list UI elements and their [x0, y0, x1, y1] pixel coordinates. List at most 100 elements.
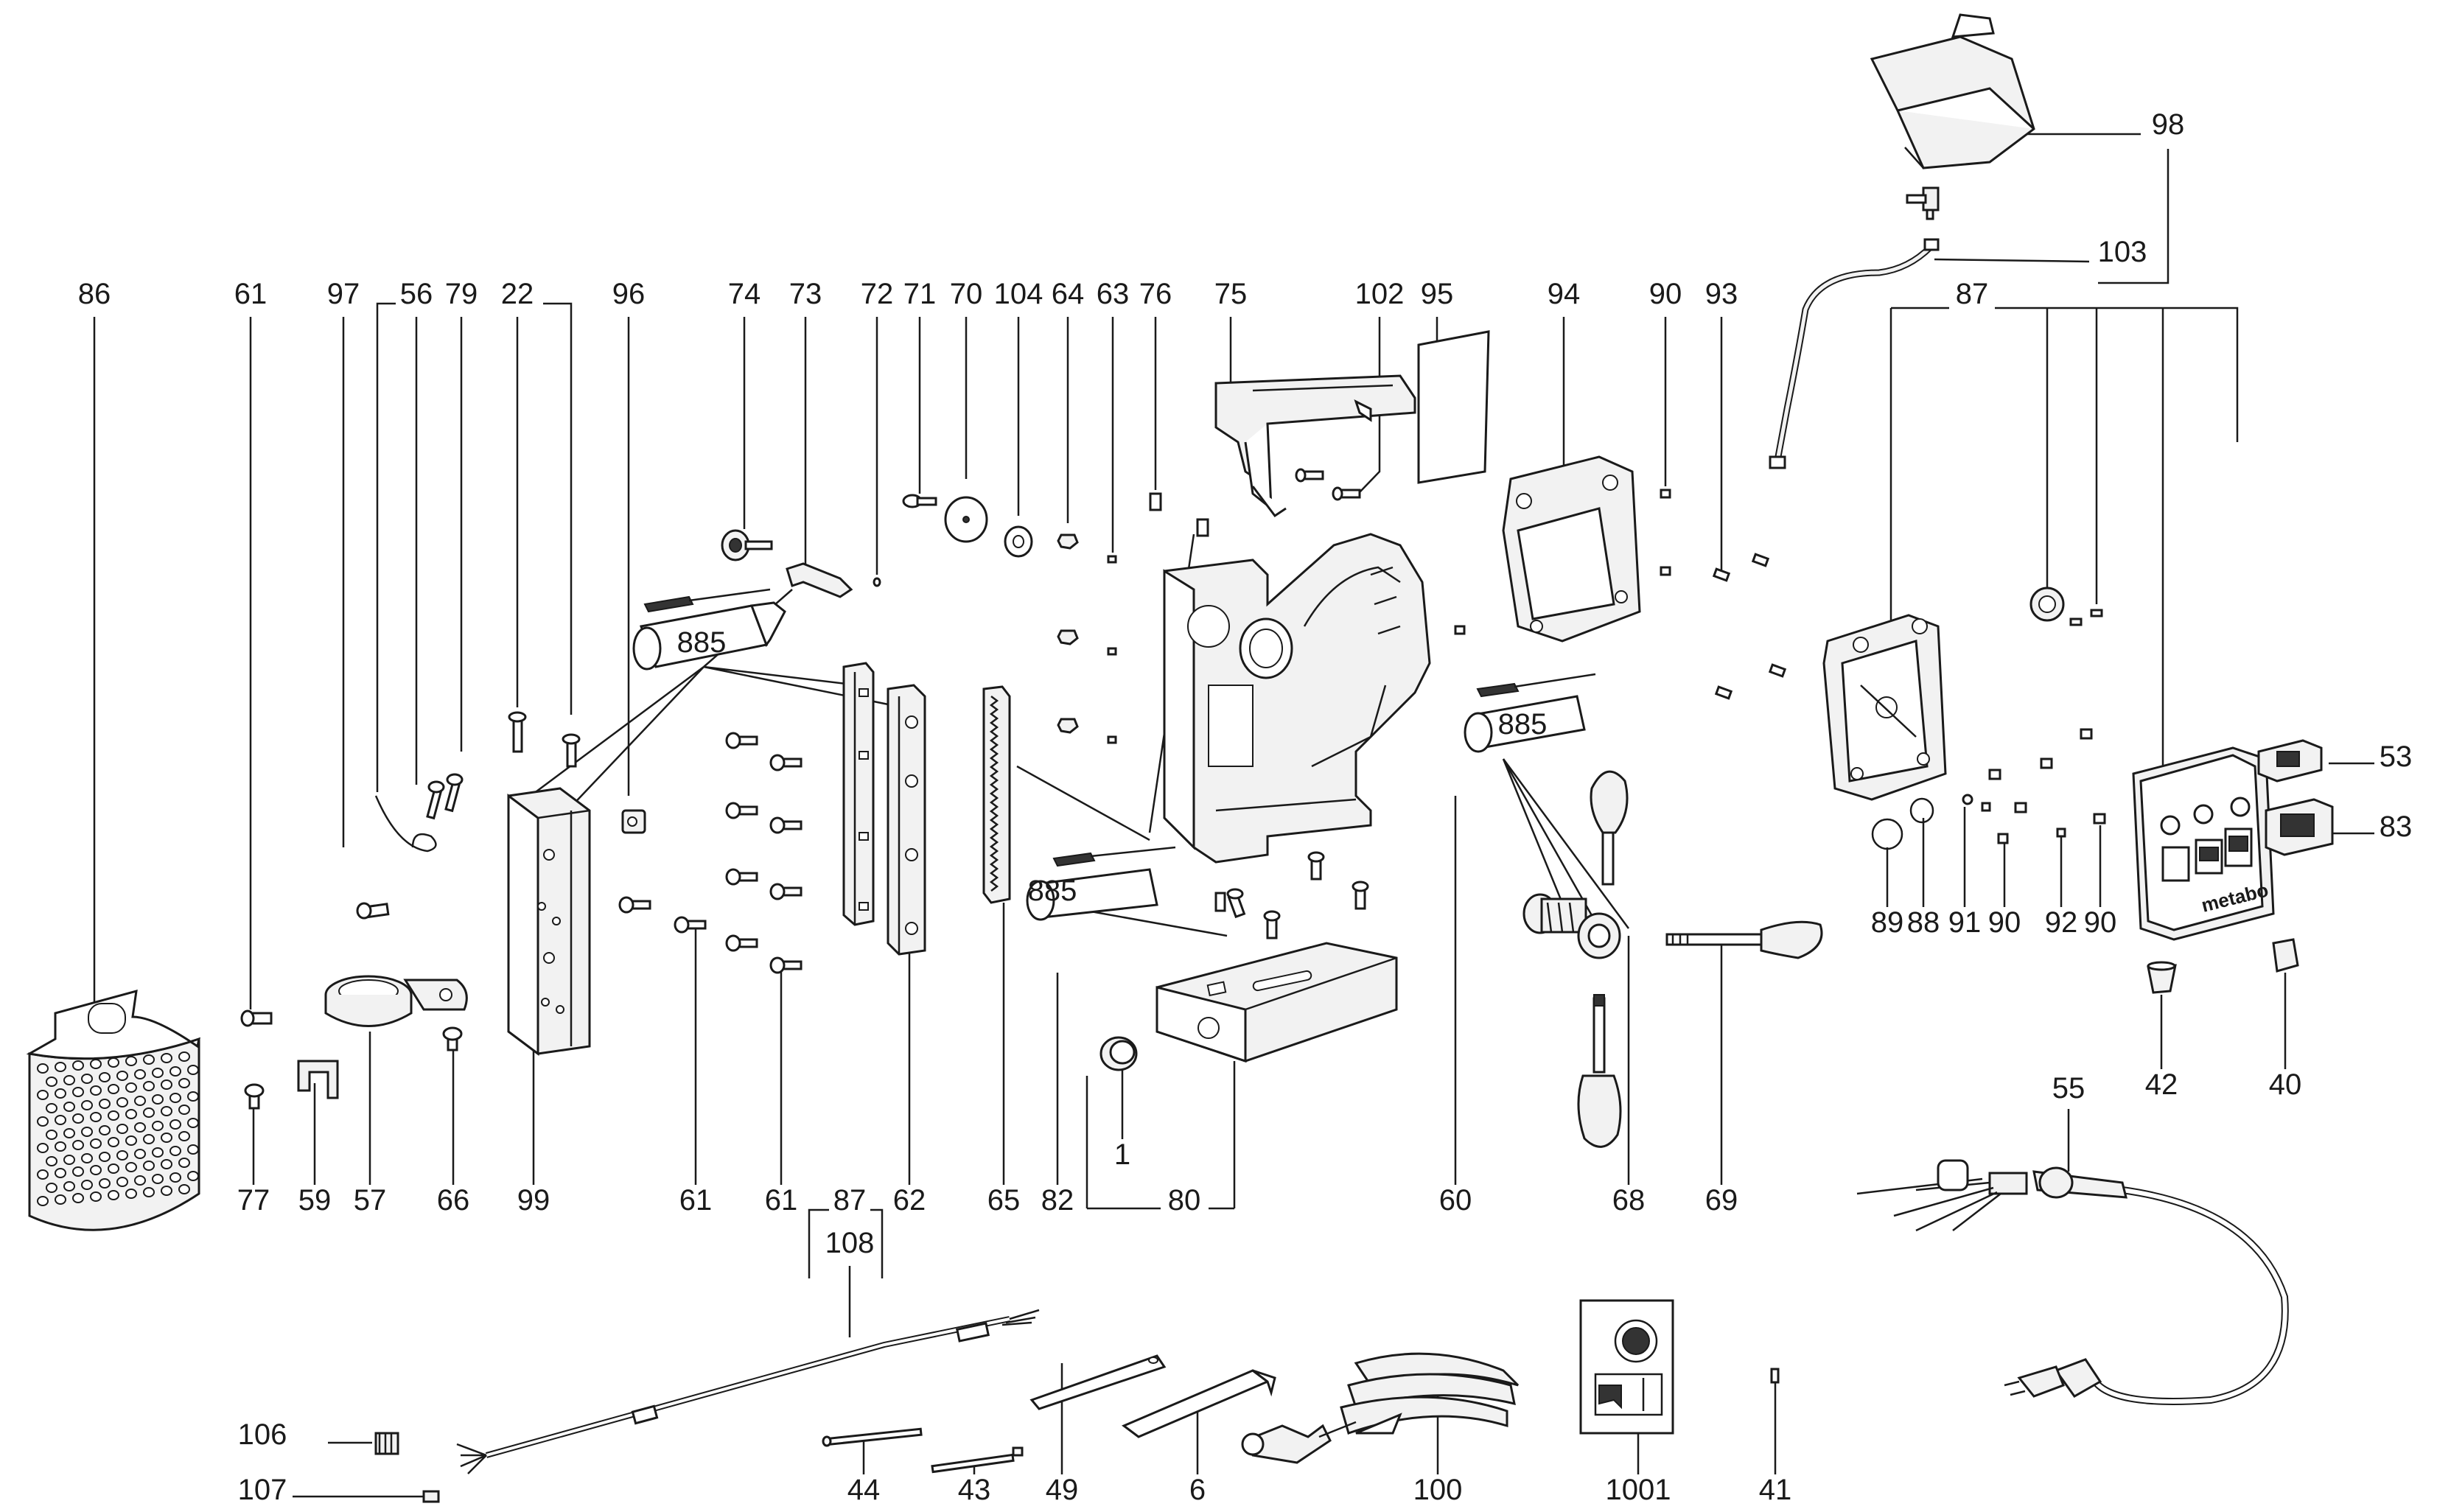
part-68-handle-top: [1590, 770, 1629, 886]
perforation-hole: [37, 1090, 49, 1100]
label-background: [1701, 1185, 1742, 1217]
perforation-hole: [143, 1107, 155, 1118]
part-label-44: 44: [847, 1474, 881, 1506]
perforation-hole: [178, 1105, 190, 1115]
perforation-hole: [90, 1085, 102, 1096]
perforation-hole: [187, 1065, 199, 1075]
label-background: [856, 279, 898, 311]
perforation-hole: [143, 1081, 155, 1091]
part-107-sleeve: [422, 1490, 440, 1503]
part-83-switch: [2265, 798, 2334, 856]
part-label-65: 65: [987, 1184, 1021, 1217]
label-background: [2093, 237, 2152, 269]
screw-head: [725, 732, 741, 749]
perforation-hole: [134, 1149, 146, 1159]
part-label-87a: 87: [1956, 278, 1989, 310]
perforation-hole: [90, 1059, 102, 1069]
label-background: [1037, 1185, 1078, 1217]
perforation-hole: [72, 1113, 84, 1124]
part-label-22: 22: [501, 278, 534, 310]
part-77-screw: [244, 1083, 265, 1110]
label-background: [761, 1185, 802, 1217]
label-background: [889, 1185, 930, 1217]
perforation-hole: [178, 1051, 190, 1062]
perforation-hole: [143, 1161, 155, 1171]
label-background: [1164, 1185, 1205, 1217]
perforation-hole: [187, 1144, 199, 1155]
perforation-hole: [169, 1119, 181, 1130]
part-96-slot-nut: [621, 809, 646, 834]
label-background: [349, 1185, 391, 1217]
part-label-76: 76: [1139, 278, 1172, 310]
part-49-wedge: [1029, 1354, 1167, 1410]
label-background: [233, 1419, 292, 1452]
perforation-hole: [108, 1084, 119, 1094]
part-label-70: 70: [950, 278, 983, 310]
perforation-hole: [125, 1082, 137, 1093]
label-background: [1608, 1185, 1649, 1217]
label-background: [1047, 279, 1088, 311]
part-57-clamping-collar: [324, 975, 468, 1027]
perforation-hole: [161, 1106, 172, 1116]
part-87-small-screws: [1962, 728, 2106, 844]
label-background: [608, 279, 649, 311]
part-label-6: 6: [1189, 1474, 1206, 1506]
part-label-61a: 61: [234, 278, 268, 310]
perforation-hole: [187, 1118, 199, 1128]
part-label-1001: 1001: [1606, 1474, 1671, 1506]
label-background: [1951, 279, 1993, 311]
part-label-49: 49: [1046, 1474, 1079, 1506]
perforation-hole: [46, 1130, 57, 1140]
part-label-93: 93: [1705, 278, 1738, 310]
label-background: [829, 1185, 870, 1217]
label-background: [983, 1185, 1024, 1217]
screw-head: [769, 956, 786, 974]
label-background: [1944, 907, 1985, 939]
label-background: [230, 279, 271, 311]
part-label-97: 97: [327, 278, 360, 310]
perforation-hole: [125, 1109, 137, 1119]
label-background: [2080, 907, 2121, 939]
label-background: [1543, 279, 1584, 311]
perforation-hole: [63, 1102, 75, 1112]
perforation-hole: [134, 1175, 146, 1186]
label-background: [74, 279, 115, 311]
perforation-hole: [108, 1137, 119, 1147]
part-label-90a: 90: [1649, 278, 1682, 310]
part-label-59: 59: [298, 1184, 332, 1217]
part-885-grease-tube-3: [1464, 673, 1596, 753]
part-56-spring-clip: [374, 795, 437, 853]
perforation-hole: [116, 1177, 128, 1187]
perforation-hole: [46, 1103, 57, 1113]
screw-head: [725, 868, 741, 886]
label-background: [1903, 907, 1944, 939]
label-background: [2147, 109, 2189, 141]
part-label-107: 107: [238, 1474, 287, 1506]
part-41-pin: [1770, 1368, 1780, 1384]
perforation-hole: [178, 1131, 190, 1141]
label-background: [2375, 741, 2416, 774]
part-label-86: 86: [78, 278, 111, 310]
perforation-hole: [169, 1146, 181, 1156]
label-background: [1092, 279, 1133, 311]
perforation-hole: [161, 1079, 172, 1090]
part-61-screw-cluster: [618, 732, 803, 974]
perforation-hole: [81, 1180, 93, 1190]
part-label-42: 42: [2145, 1068, 2178, 1101]
label-background: [294, 1185, 335, 1217]
part-label-43: 43: [958, 1474, 991, 1506]
part-106-plug-connector: [374, 1432, 399, 1455]
perforation-hole: [99, 1125, 111, 1135]
grease-label-885b: 885: [1028, 875, 1077, 907]
screw-head: [618, 896, 634, 914]
perforation-hole: [169, 1093, 181, 1103]
part-label-40: 40: [2269, 1068, 2302, 1101]
perforation-hole: [90, 1191, 102, 1202]
label-background: [1435, 1185, 1476, 1217]
part-label-72: 72: [861, 278, 894, 310]
perforation-hole: [116, 1097, 128, 1107]
perforation-hole: [46, 1183, 57, 1193]
perforation-hole: [134, 1069, 146, 1079]
part-66-screw: [442, 1026, 463, 1051]
perforation-hole: [187, 1091, 199, 1102]
